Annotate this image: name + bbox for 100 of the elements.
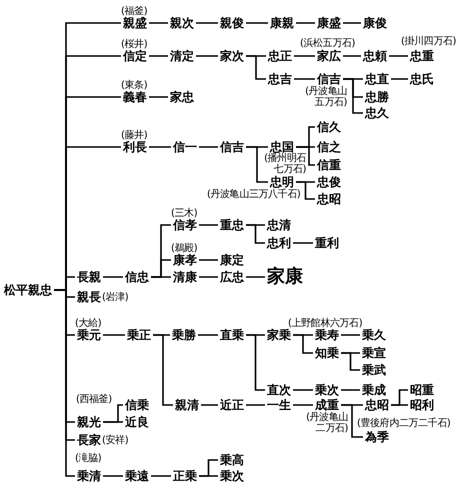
person-name: 忠明 xyxy=(270,175,294,189)
connector-line xyxy=(103,334,125,336)
person-name: 昭利 xyxy=(410,398,434,412)
person-name: 近正 xyxy=(220,398,244,412)
person-name: 信忠 xyxy=(125,270,149,284)
person-name: 信一 xyxy=(173,140,197,154)
annotation-text: (豊後府内二万二千石) xyxy=(357,418,450,429)
annotation-text: (播州明石七万石) xyxy=(263,153,306,175)
person-name: 乗次 xyxy=(315,383,339,397)
connector-line xyxy=(246,334,265,391)
person-name: 忠利 xyxy=(267,236,291,250)
person-name: 忠吉 xyxy=(268,72,292,86)
person-name: 重利 xyxy=(315,236,339,250)
connector-line xyxy=(246,276,265,278)
connector-line xyxy=(151,475,171,477)
connector-line xyxy=(294,55,315,57)
person-name: 近良 xyxy=(125,415,149,429)
connector-line xyxy=(199,475,218,477)
annotation-text: (大給) xyxy=(75,318,102,329)
person-name: 為季 xyxy=(365,430,389,444)
person-name: 知乗 xyxy=(315,346,339,360)
connector-line xyxy=(293,242,313,244)
person-name: 親次 xyxy=(170,16,194,30)
annotation-text: (丹波亀山三万八千石) xyxy=(207,189,300,200)
connector-line xyxy=(343,78,363,114)
person-name: 直次 xyxy=(267,383,291,397)
person-name: 親俊 xyxy=(220,16,244,30)
person-name: 乗久 xyxy=(362,328,386,342)
person-name: 忠頼 xyxy=(363,49,387,63)
person-name: 信孝 xyxy=(173,218,197,232)
person-name: 親長 xyxy=(77,290,101,304)
connector-line xyxy=(201,404,218,406)
connector-line xyxy=(196,22,218,24)
connector-line xyxy=(196,55,218,57)
person-name: 信吉 xyxy=(220,140,244,154)
person-name: 乗武 xyxy=(362,363,386,377)
person-name: 忠久 xyxy=(365,106,389,120)
connector-line xyxy=(198,334,218,336)
person-name: 乗清 xyxy=(77,469,101,483)
connector-line xyxy=(246,22,268,24)
connector-line xyxy=(103,475,123,477)
connector-line xyxy=(199,259,218,261)
person-name: 信久 xyxy=(317,120,341,134)
connector-line xyxy=(149,96,168,98)
connector-line xyxy=(246,224,265,244)
person-name: 信吉 xyxy=(317,72,341,86)
connector-line xyxy=(153,334,173,406)
person-name: 忠清 xyxy=(267,218,291,232)
annotation-text: (桜井) xyxy=(121,39,148,50)
annotation-text: (浜松五万石) xyxy=(300,38,356,49)
person-name: 松平親忠 xyxy=(4,283,52,297)
connector-line xyxy=(103,421,123,423)
person-name: 信之 xyxy=(317,140,341,154)
person-name: 長家 xyxy=(77,433,101,447)
connector-line xyxy=(199,276,218,278)
connector-line xyxy=(246,55,266,80)
annotation-text: (掛川四万石) xyxy=(401,36,456,47)
connector-line xyxy=(343,22,361,24)
person-name: 康俊 xyxy=(363,16,387,30)
person-name: 乗元 xyxy=(77,328,101,342)
annotation-text: (東条) xyxy=(121,80,148,91)
connector-line xyxy=(296,146,315,166)
person-name: 長親 xyxy=(77,270,101,284)
person-name: 忠勝 xyxy=(365,90,389,104)
person-name: 忠正 xyxy=(268,49,292,63)
person-name: 乗正 xyxy=(127,328,151,342)
person-name: 乗寿 xyxy=(315,328,339,342)
connector-line xyxy=(341,334,360,336)
connector-line xyxy=(293,389,313,391)
person-name: 家乗 xyxy=(267,328,291,342)
annotation-text: (安祥) xyxy=(102,435,128,446)
person-name: 家康 xyxy=(267,267,303,287)
annotation-text: (藤井) xyxy=(121,130,148,141)
connector-line xyxy=(149,146,171,148)
connector-line xyxy=(149,22,168,24)
connector-line xyxy=(54,289,75,477)
person-name: 信定 xyxy=(123,49,147,63)
person-name: 乗高 xyxy=(220,453,244,467)
annotation-text: (西福釜) xyxy=(76,394,112,405)
annotation-text: (三木) xyxy=(171,208,198,219)
person-name: 忠昭 xyxy=(317,192,341,206)
annotation-text: (岩津) xyxy=(102,292,128,303)
annotation-text: (丹波亀山二万石) xyxy=(305,412,348,434)
person-name: 清定 xyxy=(170,49,194,63)
person-name: 正乗 xyxy=(173,469,197,483)
connector-line xyxy=(294,78,315,80)
person-name: 康盛 xyxy=(317,16,341,30)
person-name: 乗遠 xyxy=(125,469,149,483)
person-name: 成重 xyxy=(315,398,339,412)
person-name: 康定 xyxy=(220,253,244,267)
annotation-text: (福釜) xyxy=(121,6,148,17)
connector-line xyxy=(199,224,218,226)
person-name: 乗勝 xyxy=(172,328,196,342)
person-name: 昭重 xyxy=(410,383,434,397)
person-name: 直乗 xyxy=(220,328,244,342)
person-name: 一生 xyxy=(267,398,291,412)
connector-line xyxy=(246,404,265,406)
connector-line xyxy=(293,404,313,406)
person-name: 忠昭 xyxy=(365,398,389,412)
person-name: 家次 xyxy=(220,49,244,63)
